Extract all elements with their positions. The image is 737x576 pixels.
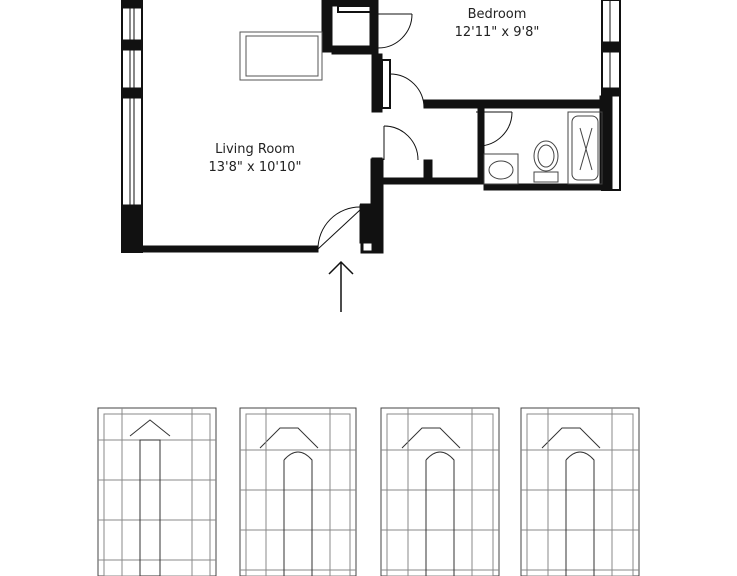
- key-plan-3: [380, 407, 500, 576]
- toilet: [533, 140, 559, 183]
- bathroom-door: [383, 111, 513, 161]
- key-plans: [97, 407, 640, 576]
- living-room-size: 13'8" x 10'10": [208, 160, 302, 175]
- closet-walls: [321, 0, 391, 113]
- key-plan-2: [239, 407, 357, 576]
- bedroom-right-wall: [599, 0, 621, 191]
- unit-plan: [121, 0, 621, 254]
- bedroom-size: 12'11" x 9'8": [454, 25, 540, 40]
- key-plan-1: [97, 407, 217, 576]
- bedroom-label: Bedroom 12'11" x 9'8": [432, 6, 562, 42]
- sink: [483, 153, 519, 185]
- closet-doors: [377, 13, 425, 109]
- living-room-name: Living Room: [215, 142, 295, 157]
- living-room-label: Living Room 13'8" x 10'10": [190, 141, 320, 177]
- left-window-wall: [121, 0, 143, 253]
- entry-door: [317, 206, 361, 250]
- bathroom: [381, 107, 603, 191]
- living-room-bottom-wall: [141, 245, 319, 253]
- key-plan-4: [520, 407, 640, 576]
- bathtub: [567, 111, 603, 185]
- entry-arrow: [328, 260, 354, 312]
- bedroom-name: Bedroom: [467, 7, 527, 22]
- kitchen-counter: [239, 31, 323, 81]
